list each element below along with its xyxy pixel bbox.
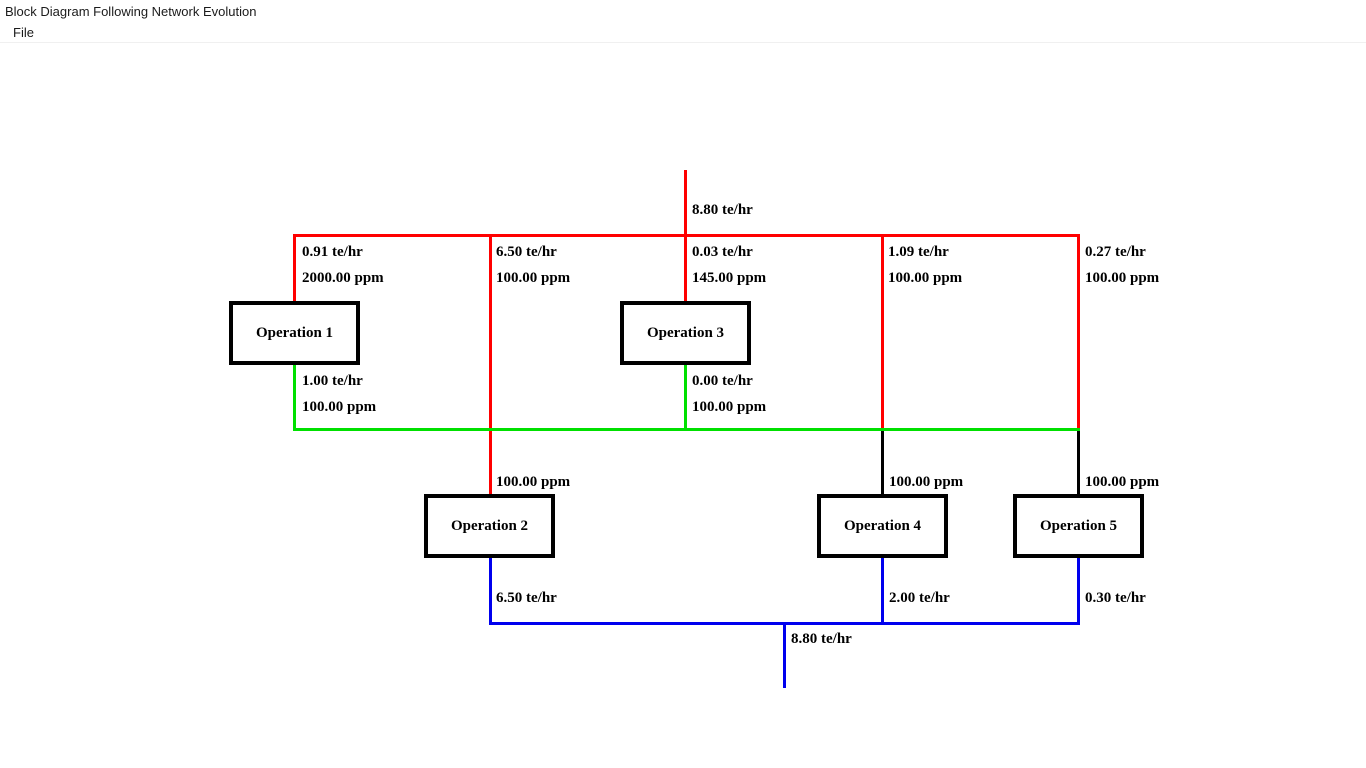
operation-label: Operation 2 (450, 517, 529, 534)
line-branch1-to-op1 (293, 234, 296, 302)
label-op5-in-conc: 100.00 ppm (1085, 474, 1160, 490)
line-op3-out (684, 365, 687, 431)
label-op1-out-conc: 100.00 ppm (302, 399, 377, 415)
operation-label: Operation 4 (843, 517, 922, 534)
title-bar: Block Diagram Following Network Evolutio… (0, 0, 1366, 22)
line-op1-out (293, 365, 296, 431)
label-op1-out-flow: 1.00 te/hr (302, 373, 363, 389)
label-branch5-conc: 100.00 ppm (1085, 270, 1160, 286)
menu-bar: File (0, 22, 1366, 42)
label-effluent-flow: 8.80 te/hr (791, 631, 852, 647)
line-op4-effluent (881, 558, 884, 625)
operation-box-1[interactable]: Operation 1 (229, 301, 360, 365)
line-green-header (293, 428, 1080, 431)
operation-box-3[interactable]: Operation 3 (620, 301, 751, 365)
label-branch3-conc: 145.00 ppm (692, 270, 767, 286)
label-op2-in-conc: 100.00 ppm (496, 474, 571, 490)
line-blue-header (489, 622, 1080, 625)
operation-label: Operation 5 (1039, 517, 1118, 534)
operation-label: Operation 3 (646, 324, 725, 341)
label-branch1-conc: 2000.00 ppm (302, 270, 384, 286)
menu-separator (0, 42, 1366, 43)
label-op2-out-flow: 6.50 te/hr (496, 590, 557, 606)
line-effluent-drop (783, 625, 786, 688)
line-red-header (293, 234, 1080, 237)
operation-label: Operation 1 (255, 324, 334, 341)
label-branch1-flow: 0.91 te/hr (302, 244, 363, 260)
operation-box-4[interactable]: Operation 4 (817, 494, 948, 558)
operation-box-5[interactable]: Operation 5 (1013, 494, 1144, 558)
label-op3-out-flow: 0.00 te/hr (692, 373, 753, 389)
label-branch2-conc: 100.00 ppm (496, 270, 571, 286)
line-mix-to-op5 (1077, 431, 1080, 494)
label-op3-out-conc: 100.00 ppm (692, 399, 767, 415)
operation-box-2[interactable]: Operation 2 (424, 494, 555, 558)
label-branch4-flow: 1.09 te/hr (888, 244, 949, 260)
line-op5-effluent (1077, 558, 1080, 625)
line-branch4-red (881, 234, 884, 430)
line-op2-effluent (489, 558, 492, 625)
window-title: Block Diagram Following Network Evolutio… (5, 4, 257, 19)
label-branch4-conc: 100.00 ppm (888, 270, 963, 286)
label-op4-in-conc: 100.00 ppm (889, 474, 964, 490)
label-branch3-flow: 0.03 te/hr (692, 244, 753, 260)
line-branch2-to-op2 (489, 234, 492, 494)
menu-file[interactable]: File (13, 25, 34, 40)
label-op4-out-flow: 2.00 te/hr (889, 590, 950, 606)
label-op5-out-flow: 0.30 te/hr (1085, 590, 1146, 606)
label-branch2-flow: 6.50 te/hr (496, 244, 557, 260)
line-branch5-red (1077, 234, 1080, 430)
label-feed-flow: 8.80 te/hr (692, 202, 753, 218)
line-mix-to-op4 (881, 431, 884, 494)
diagram-canvas: Operation 1 Operation 3 Operation 2 Oper… (0, 43, 1366, 768)
label-branch5-flow: 0.27 te/hr (1085, 244, 1146, 260)
